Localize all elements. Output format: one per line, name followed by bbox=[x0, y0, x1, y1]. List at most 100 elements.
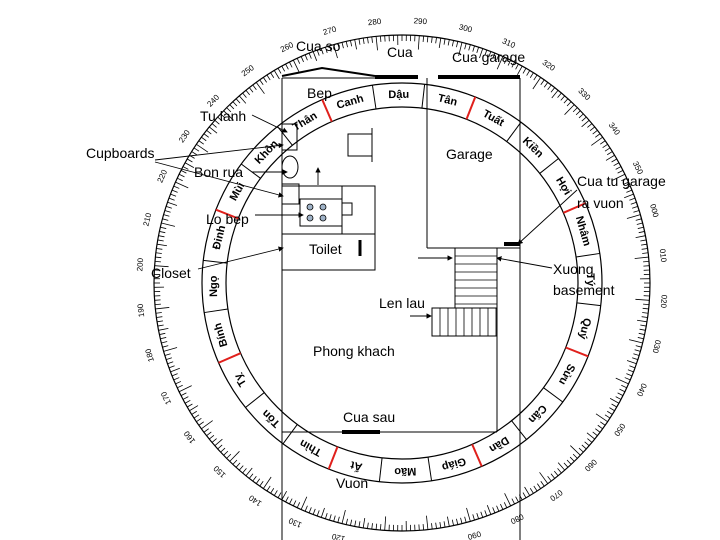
degree-tick bbox=[431, 523, 433, 530]
degree-tick bbox=[539, 472, 549, 484]
degree-tick bbox=[156, 316, 163, 318]
degree-label: 280 bbox=[367, 17, 382, 27]
sector-divider-major bbox=[218, 352, 241, 364]
degree-tick bbox=[285, 63, 289, 70]
degree-tick bbox=[214, 119, 220, 125]
degree-tick bbox=[171, 373, 178, 377]
degree-tick bbox=[193, 147, 200, 152]
degree-tick bbox=[464, 516, 467, 523]
degree-tick bbox=[643, 260, 650, 263]
degree-tick bbox=[308, 52, 312, 59]
degree-tick bbox=[626, 360, 637, 365]
sector-divider bbox=[506, 121, 522, 142]
sector-divider bbox=[576, 302, 601, 307]
degree-tick bbox=[592, 431, 598, 436]
stove-burner bbox=[306, 214, 314, 222]
degree-tick bbox=[175, 381, 182, 385]
degree-tick bbox=[504, 493, 512, 507]
fridge bbox=[347, 133, 373, 157]
label-garage: Garage bbox=[446, 146, 493, 162]
degree-label: 330 bbox=[576, 86, 592, 102]
degree-tick bbox=[162, 345, 169, 348]
degree-tick bbox=[177, 384, 183, 389]
degree-label: 170 bbox=[159, 390, 173, 406]
degree-tick bbox=[156, 243, 167, 247]
sector-divider-major bbox=[465, 96, 477, 120]
degree-tick bbox=[515, 63, 519, 70]
sector-divider-major bbox=[327, 446, 339, 470]
degree-tick bbox=[447, 39, 450, 46]
degree-tick bbox=[617, 392, 624, 396]
degree-tick bbox=[160, 337, 167, 340]
degree-tick bbox=[249, 87, 254, 93]
degree-label: 320 bbox=[541, 58, 558, 73]
degree-label: 210 bbox=[141, 211, 153, 227]
degree-tick bbox=[155, 307, 170, 310]
degree-tick bbox=[496, 54, 500, 61]
degree-tick bbox=[578, 447, 584, 453]
degree-tick bbox=[316, 510, 320, 517]
degree-tick bbox=[637, 319, 648, 323]
degree-tick bbox=[517, 65, 523, 76]
degree-tick bbox=[632, 357, 638, 361]
degree-tick bbox=[384, 516, 387, 531]
degree-tick bbox=[619, 388, 626, 393]
degree-tick bbox=[641, 316, 648, 318]
degree-tick bbox=[220, 447, 226, 453]
degree-tick bbox=[329, 514, 332, 521]
sector-divider bbox=[240, 163, 261, 179]
degree-tick bbox=[496, 505, 500, 512]
degree-tick bbox=[320, 507, 325, 518]
degree-tick bbox=[255, 478, 261, 484]
degree-tick bbox=[479, 48, 484, 59]
sector-label: Canh bbox=[335, 93, 365, 112]
degree-tick bbox=[458, 42, 463, 57]
degree-tick bbox=[486, 505, 492, 515]
degree-tick bbox=[371, 36, 373, 43]
degree-tick bbox=[184, 162, 195, 168]
cupboard-bottom bbox=[281, 183, 300, 205]
label-xuong-basement: Xuong basement bbox=[553, 261, 615, 298]
degree-tick bbox=[252, 476, 257, 482]
degree-tick bbox=[551, 90, 559, 99]
degree-tick bbox=[164, 210, 171, 213]
degree-tick bbox=[629, 197, 636, 201]
degree-tick bbox=[187, 403, 193, 408]
degree-tick bbox=[464, 43, 467, 50]
degree-tick bbox=[262, 77, 268, 83]
sink bbox=[281, 155, 299, 179]
sector-label: Tý bbox=[584, 273, 596, 287]
degree-tick bbox=[262, 476, 272, 489]
degree-tick bbox=[180, 392, 187, 396]
degree-tick bbox=[553, 470, 559, 476]
degree-tick bbox=[196, 417, 202, 423]
degree-tick bbox=[633, 353, 640, 356]
degree-tick bbox=[379, 524, 382, 531]
sector-divider bbox=[245, 392, 265, 408]
degree-tick bbox=[242, 92, 247, 98]
label-cua-sau: Cua sau bbox=[343, 409, 396, 425]
degree-label: 250 bbox=[240, 63, 257, 78]
degree-tick bbox=[229, 104, 235, 110]
degree-label: 030 bbox=[650, 339, 662, 355]
degree-tick bbox=[615, 166, 622, 170]
degree-tick bbox=[492, 52, 496, 59]
sector-label: Nhâm bbox=[573, 215, 593, 248]
degree-tick bbox=[324, 47, 328, 53]
degree-tick bbox=[345, 518, 348, 525]
degree-tick bbox=[640, 239, 647, 242]
sector-label: Giáp bbox=[440, 455, 467, 473]
stove-box bbox=[299, 198, 343, 227]
degree-tick bbox=[595, 133, 601, 138]
degree-tick bbox=[312, 51, 318, 61]
degree-tick bbox=[255, 82, 265, 94]
degree-label: 010 bbox=[658, 248, 668, 263]
degree-tick bbox=[642, 252, 649, 254]
degree-tick bbox=[178, 173, 185, 178]
degree-tick bbox=[431, 36, 433, 43]
compass-sector-ring-outer bbox=[201, 82, 603, 484]
leader-cupboards-bottom bbox=[154, 161, 284, 198]
toilet-room bbox=[281, 233, 376, 271]
degree-tick bbox=[292, 59, 300, 73]
